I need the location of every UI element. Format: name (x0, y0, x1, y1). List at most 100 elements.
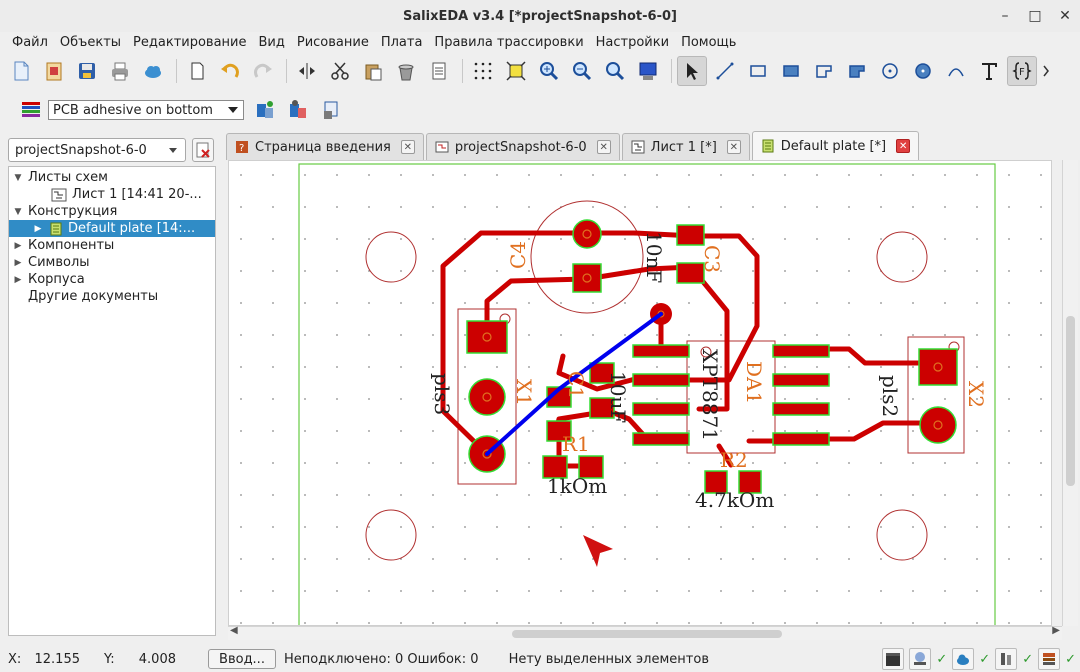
horizontal-scrollbar[interactable]: ◀ ▶ (228, 625, 1062, 640)
filled-polygon-icon[interactable] (842, 56, 872, 86)
menu-draw[interactable]: Рисование (296, 34, 369, 50)
label-r2-value: 4.7kOm (695, 488, 774, 512)
da1-pin1-mark (700, 346, 712, 358)
tab-intro-page[interactable]: ? Страница введения ✕ (226, 133, 424, 160)
menu-file[interactable]: Файл (12, 34, 48, 50)
pad (546, 420, 572, 442)
tab-sheet-1[interactable]: Лист 1 [*] ✕ (621, 133, 750, 160)
scroll-left-icon[interactable]: ◀ (230, 625, 238, 636)
menu-board[interactable]: Плата (380, 34, 423, 50)
tree-item-sheet-1[interactable]: Лист 1 [14:41 20-... (9, 186, 215, 203)
drill-hole (482, 449, 492, 459)
mirror-icon[interactable] (292, 56, 322, 86)
window-controls: – □ ✕ (990, 0, 1080, 32)
vertical-scrollbar[interactable] (1062, 160, 1078, 626)
select-pointer-icon[interactable] (677, 56, 707, 86)
collapse-arrow-icon[interactable]: ▶ (34, 223, 42, 234)
scroll-right-icon[interactable]: ▶ (1052, 625, 1060, 636)
new-sheet-icon[interactable] (182, 56, 212, 86)
tree-item-other-docs[interactable]: Другие документы (28, 289, 159, 304)
filled-circle-icon[interactable] (908, 56, 938, 86)
menu-view[interactable]: Вид (258, 34, 285, 50)
expand-arrow-icon[interactable]: ▼ (14, 172, 22, 183)
enter-coords-button[interactable]: Ввод... (208, 649, 276, 669)
da1-outline (686, 340, 776, 454)
project-select[interactable]: projectSnapshot-6-0 (8, 138, 186, 162)
horizontal-scroll-thumb[interactable] (512, 630, 782, 638)
tree-item-packages[interactable]: ▶ Корпуса (9, 271, 215, 288)
zoom-fit-icon[interactable] (501, 56, 531, 86)
pcb-canvas[interactable]: C4 C3 10nF X1 pls3 C1 10uF R1 1kOm DA1 X… (228, 160, 1052, 626)
expand-arrow-icon[interactable]: ▼ (14, 206, 22, 217)
more-tools-icon[interactable] (1040, 56, 1054, 86)
collapse-arrow-icon[interactable]: ▶ (14, 240, 22, 251)
redo-icon[interactable] (248, 56, 278, 86)
cloud-sync-icon[interactable] (952, 648, 975, 670)
clear-icon[interactable] (391, 56, 421, 86)
draw-rect-icon[interactable] (743, 56, 773, 86)
tree-item-components[interactable]: ▶ Компоненты (9, 237, 215, 254)
grid-icon[interactable] (468, 56, 498, 86)
layer-stack-icon[interactable] (250, 95, 280, 125)
zoom-in-icon[interactable] (534, 56, 564, 86)
maximize-button[interactable]: □ (1028, 8, 1042, 24)
filled-rect-icon[interactable] (776, 56, 806, 86)
open-project-icon[interactable] (39, 56, 69, 86)
pad (772, 373, 830, 387)
3d-view-icon[interactable] (633, 56, 663, 86)
undo-icon[interactable] (215, 56, 245, 86)
pad (466, 320, 508, 354)
close-window-button[interactable]: ✕ (1059, 8, 1071, 24)
text-tool-icon[interactable] (974, 56, 1004, 86)
zoom-out-icon[interactable] (567, 56, 597, 86)
cut-icon[interactable] (325, 56, 355, 86)
tree-item-sheets[interactable]: ▼ Листы схем (9, 169, 215, 186)
print-icon[interactable] (105, 56, 135, 86)
layer-lock-icon[interactable] (316, 95, 346, 125)
tab-close-icon[interactable]: ✕ (896, 139, 911, 153)
collapse-arrow-icon[interactable]: ▶ (14, 274, 22, 285)
tab-project[interactable]: projectSnapshot-6-0 ✕ (425, 133, 620, 160)
clapper-icon[interactable] (882, 648, 905, 670)
paste-icon[interactable] (358, 56, 388, 86)
pad (632, 402, 690, 416)
layer-colors-icon[interactable] (20, 99, 42, 121)
pcb-drawing[interactable]: C4 C3 10nF X1 pls3 C1 10uF R1 1kOm DA1 X… (229, 161, 1052, 626)
collapse-arrow-icon[interactable]: ▶ (14, 257, 22, 268)
draw-line-icon[interactable] (710, 56, 740, 86)
draw-arc-icon[interactable] (941, 56, 971, 86)
menu-routing-rules[interactable]: Правила трассировки (434, 34, 584, 50)
cloud-icon[interactable] (138, 56, 168, 86)
tab-close-icon[interactable]: ✕ (400, 140, 415, 154)
tree-item-default-plate[interactable]: ▶ Default plate [14:... (9, 220, 215, 237)
tree-item-construction[interactable]: ▼ Конструкция (9, 203, 215, 220)
library-icon[interactable] (1038, 648, 1061, 670)
vertical-scroll-thumb[interactable] (1066, 316, 1075, 486)
check-icon: ✓ (936, 651, 948, 667)
menu-help[interactable]: Помощь (681, 34, 737, 50)
draw-circle-icon[interactable] (875, 56, 905, 86)
close-project-button[interactable] (192, 138, 214, 162)
svg-text:?: ? (239, 143, 244, 154)
minimize-button[interactable]: – (1001, 8, 1009, 24)
layer-select[interactable]: PCB adhesive on bottom (48, 100, 244, 120)
tools-icon[interactable] (995, 648, 1018, 670)
layer-settings-icon[interactable] (283, 95, 313, 125)
properties-icon[interactable] (424, 56, 454, 86)
trace (688, 264, 730, 412)
zoom-area-icon[interactable] (600, 56, 630, 86)
label-x2: X2 (964, 381, 988, 408)
function-tool-icon[interactable]: F (1007, 56, 1037, 86)
save-icon[interactable] (72, 56, 102, 86)
menu-objects[interactable]: Объекты (59, 34, 122, 50)
tab-close-icon[interactable]: ✕ (726, 140, 741, 154)
menu-edit[interactable]: Редактирование (133, 34, 247, 50)
tab-close-icon[interactable]: ✕ (596, 140, 611, 154)
draw-polygon-icon[interactable] (809, 56, 839, 86)
tree-item-symbols[interactable]: ▶ Символы (9, 254, 215, 271)
new-file-icon[interactable] (6, 56, 36, 86)
label-c1: C1 (564, 371, 588, 399)
tab-default-plate[interactable]: Default plate [*] ✕ (751, 131, 920, 160)
menu-settings[interactable]: Настройки (595, 34, 670, 50)
network-icon[interactable] (909, 648, 932, 670)
